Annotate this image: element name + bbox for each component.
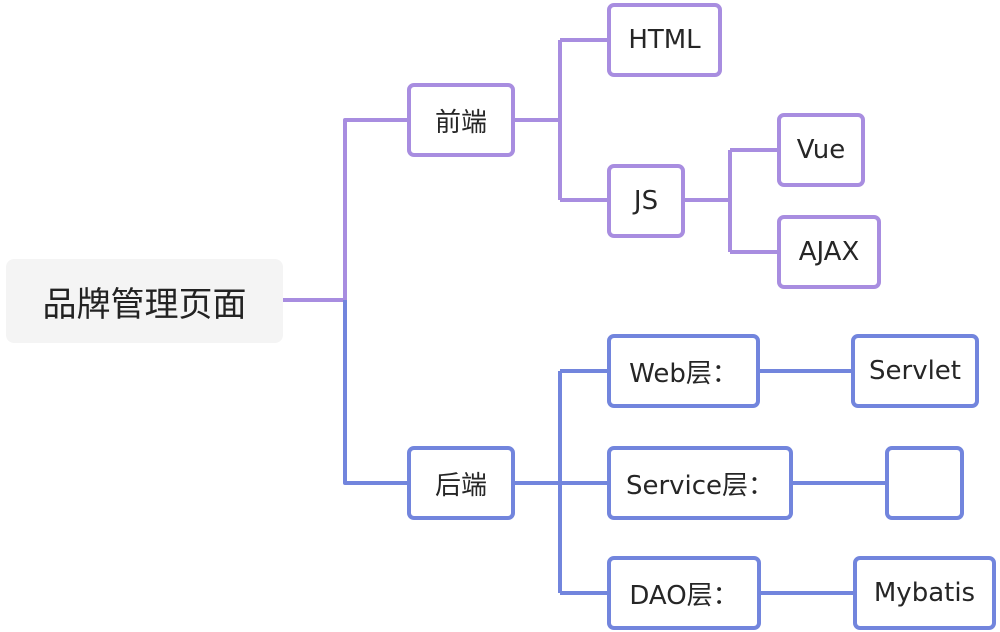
edge-frontend-children — [515, 38, 607, 202]
node-backend[interactable]: 后端 — [407, 446, 515, 520]
edge-root-frontend — [283, 118, 407, 302]
edge-js-children — [685, 148, 777, 254]
node-service-child-empty[interactable] — [885, 446, 964, 520]
node-js[interactable]: JS — [607, 164, 685, 238]
node-html[interactable]: HTML — [607, 3, 722, 77]
edge-root-backend — [343, 300, 407, 485]
node-frontend[interactable]: 前端 — [407, 83, 515, 157]
edge-backend-children — [515, 369, 607, 595]
node-servlet[interactable]: Servlet — [851, 334, 979, 408]
node-dao-layer[interactable]: DAO层： — [607, 556, 761, 630]
node-service-layer[interactable]: Service层： — [607, 446, 793, 520]
node-ajax[interactable]: AJAX — [777, 215, 881, 289]
node-web-layer[interactable]: Web层： — [607, 334, 760, 408]
root-node[interactable]: 品牌管理页面 — [6, 259, 283, 343]
node-vue[interactable]: Vue — [777, 113, 865, 187]
node-mybatis[interactable]: Mybatis — [853, 556, 996, 630]
